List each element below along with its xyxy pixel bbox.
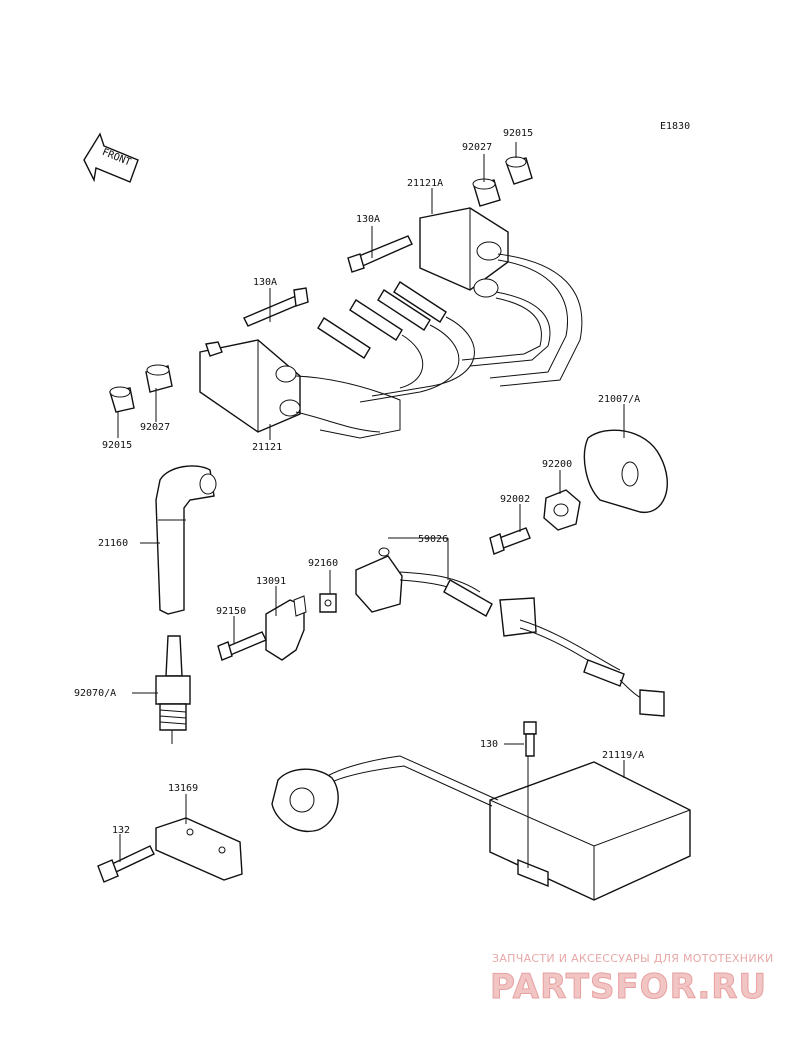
bracket-13091: [265, 595, 307, 661]
plug-cap-21160: [155, 465, 217, 615]
label-59026: 59026: [418, 534, 448, 545]
watermark-brand: PARTSFOR.RU: [490, 967, 767, 1007]
label-92002: 92002: [500, 494, 530, 505]
label-92200: 92200: [542, 459, 572, 470]
cap-92015-top: [505, 156, 533, 185]
ignition-coil-right: [419, 207, 583, 387]
label-132: 132: [112, 825, 130, 836]
label-130A-top: 130A: [356, 214, 380, 225]
bolt-130: [523, 721, 537, 757]
label-130: 130: [480, 739, 498, 750]
ignition-coil-left: [199, 339, 401, 439]
rotor-21007A: [583, 429, 668, 513]
bolt-130A-top: [347, 235, 413, 273]
label-13169: 13169: [168, 783, 198, 794]
pickup-coil-59026: [355, 547, 665, 717]
label-21007A: 21007/A: [598, 394, 640, 405]
leader-lines: [117, 142, 625, 868]
part-labels: 92015 92027 21121A 130A 130A 92027 92015…: [74, 128, 644, 836]
label-130A-left: 130A: [253, 277, 277, 288]
spark-plug-92070A: [155, 635, 191, 744]
bracket-13169: [155, 817, 243, 881]
igniter-21119A: [271, 755, 691, 901]
label-21160: 21160: [98, 538, 128, 549]
watermark-caption: ЗАПЧАСТИ И АКСЕССУАРЫ ДЛЯ МОТОТЕХНИКИ: [492, 952, 774, 965]
label-92015-top: 92015: [503, 128, 533, 139]
watermark: ЗАПЧАСТИ И АКСЕССУАРЫ ДЛЯ МОТОТЕХНИКИ PA…: [490, 952, 774, 1008]
label-21119A: 21119/A: [602, 750, 644, 761]
label-92160: 92160: [308, 558, 338, 569]
label-92015-left: 92015: [102, 440, 132, 451]
bolt-130A-left: [243, 287, 309, 327]
bolt-132: [97, 845, 155, 883]
nut-92200: [543, 489, 581, 531]
label-21121: 21121: [252, 442, 282, 453]
label-92027-left: 92027: [140, 422, 170, 433]
bolt-92150: [217, 631, 267, 661]
label-13091: 13091: [256, 576, 286, 587]
cap-92015-left: [109, 386, 135, 413]
label-92070A: 92070/A: [74, 688, 116, 699]
diagram-code: E1830: [660, 121, 690, 132]
washer-92160: [319, 593, 337, 613]
sleeve-92027-top: [472, 178, 501, 207]
sleeve-92027-left: [145, 364, 173, 393]
label-92027-top: 92027: [462, 142, 492, 153]
front-arrow-icon: FRONT: [83, 132, 139, 183]
label-21121A: 21121A: [407, 178, 443, 189]
plug-leads: [317, 281, 475, 403]
bolt-92002: [489, 527, 531, 555]
label-92150: 92150: [216, 606, 246, 617]
